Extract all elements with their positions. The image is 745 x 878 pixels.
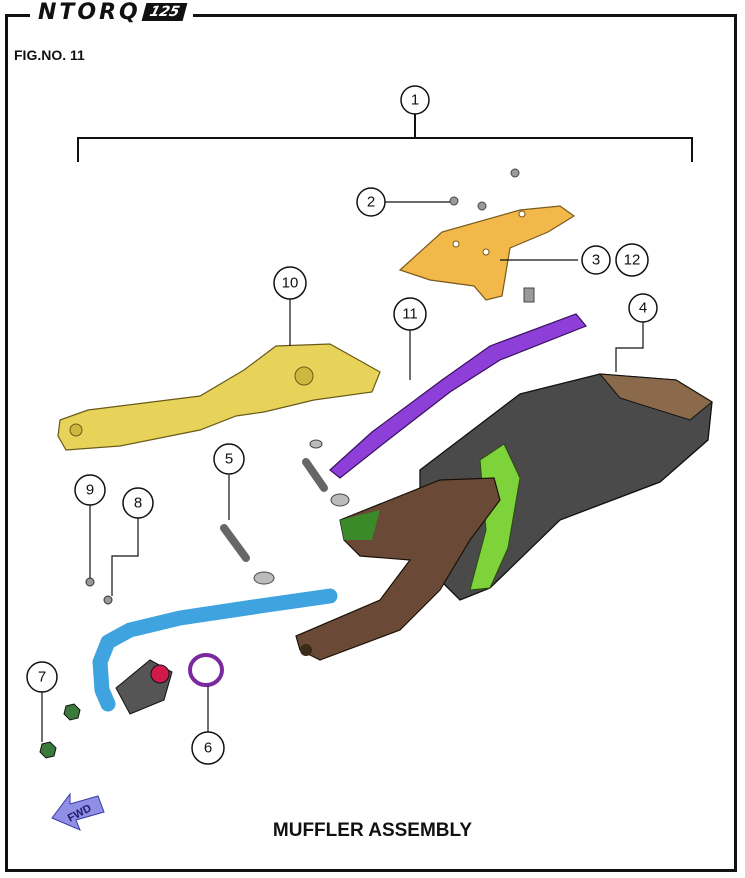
callout-4: 4: [628, 293, 658, 323]
heat-guard-part: [398, 205, 576, 301]
callout-10: 10: [273, 266, 307, 300]
logo-text: NTORQ: [38, 0, 141, 25]
callout-3: 3: [581, 245, 611, 275]
svg-text:12: 12: [624, 252, 641, 269]
gasket-part: [188, 653, 224, 687]
callout-11: 11: [393, 297, 427, 331]
svg-text:1: 1: [411, 92, 419, 109]
figure-label: FIG.NO. 11: [14, 47, 85, 63]
fwd-arrow-icon: FWD: [51, 792, 105, 831]
svg-text:5: 5: [225, 451, 233, 468]
bolt-part: [302, 439, 350, 507]
svg-text:11: 11: [402, 306, 418, 323]
callout-5: 5: [213, 443, 245, 475]
svg-text:2: 2: [367, 194, 375, 211]
muffler-cover-part: [57, 343, 381, 451]
assembly-bracket: [77, 112, 693, 162]
callout-7: 7: [26, 661, 58, 693]
diagram-frame: [5, 14, 737, 872]
svg-text:7: 7: [38, 669, 46, 686]
callout-8: 8: [122, 487, 154, 519]
callout-9: 9: [74, 474, 106, 506]
callout-12: 12: [615, 243, 649, 277]
svg-text:6: 6: [204, 740, 212, 757]
leader-lines: [41, 201, 644, 742]
brand-logo: NTORQ 125: [30, 0, 193, 25]
callout-1: 1: [400, 85, 430, 115]
exhaust-pipe-part: [92, 588, 338, 712]
screw-part: [449, 168, 535, 303]
diagram-title: MUFFLER ASSEMBLY: [272, 820, 473, 841]
pipe-flange-part: [115, 659, 173, 715]
callout-6: 6: [191, 731, 225, 765]
protector-strip-part: [329, 313, 587, 479]
muffler-bracket-part: [295, 477, 501, 661]
nut-part: [39, 703, 81, 759]
svg-text:4: 4: [639, 300, 647, 317]
screw-part: [85, 577, 113, 605]
svg-text:8: 8: [134, 495, 142, 512]
svg-text:10: 10: [282, 275, 299, 292]
svg-text:9: 9: [86, 482, 94, 499]
svg-text:3: 3: [592, 252, 600, 269]
bolt-part: [220, 524, 275, 585]
callout-2: 2: [356, 187, 386, 217]
